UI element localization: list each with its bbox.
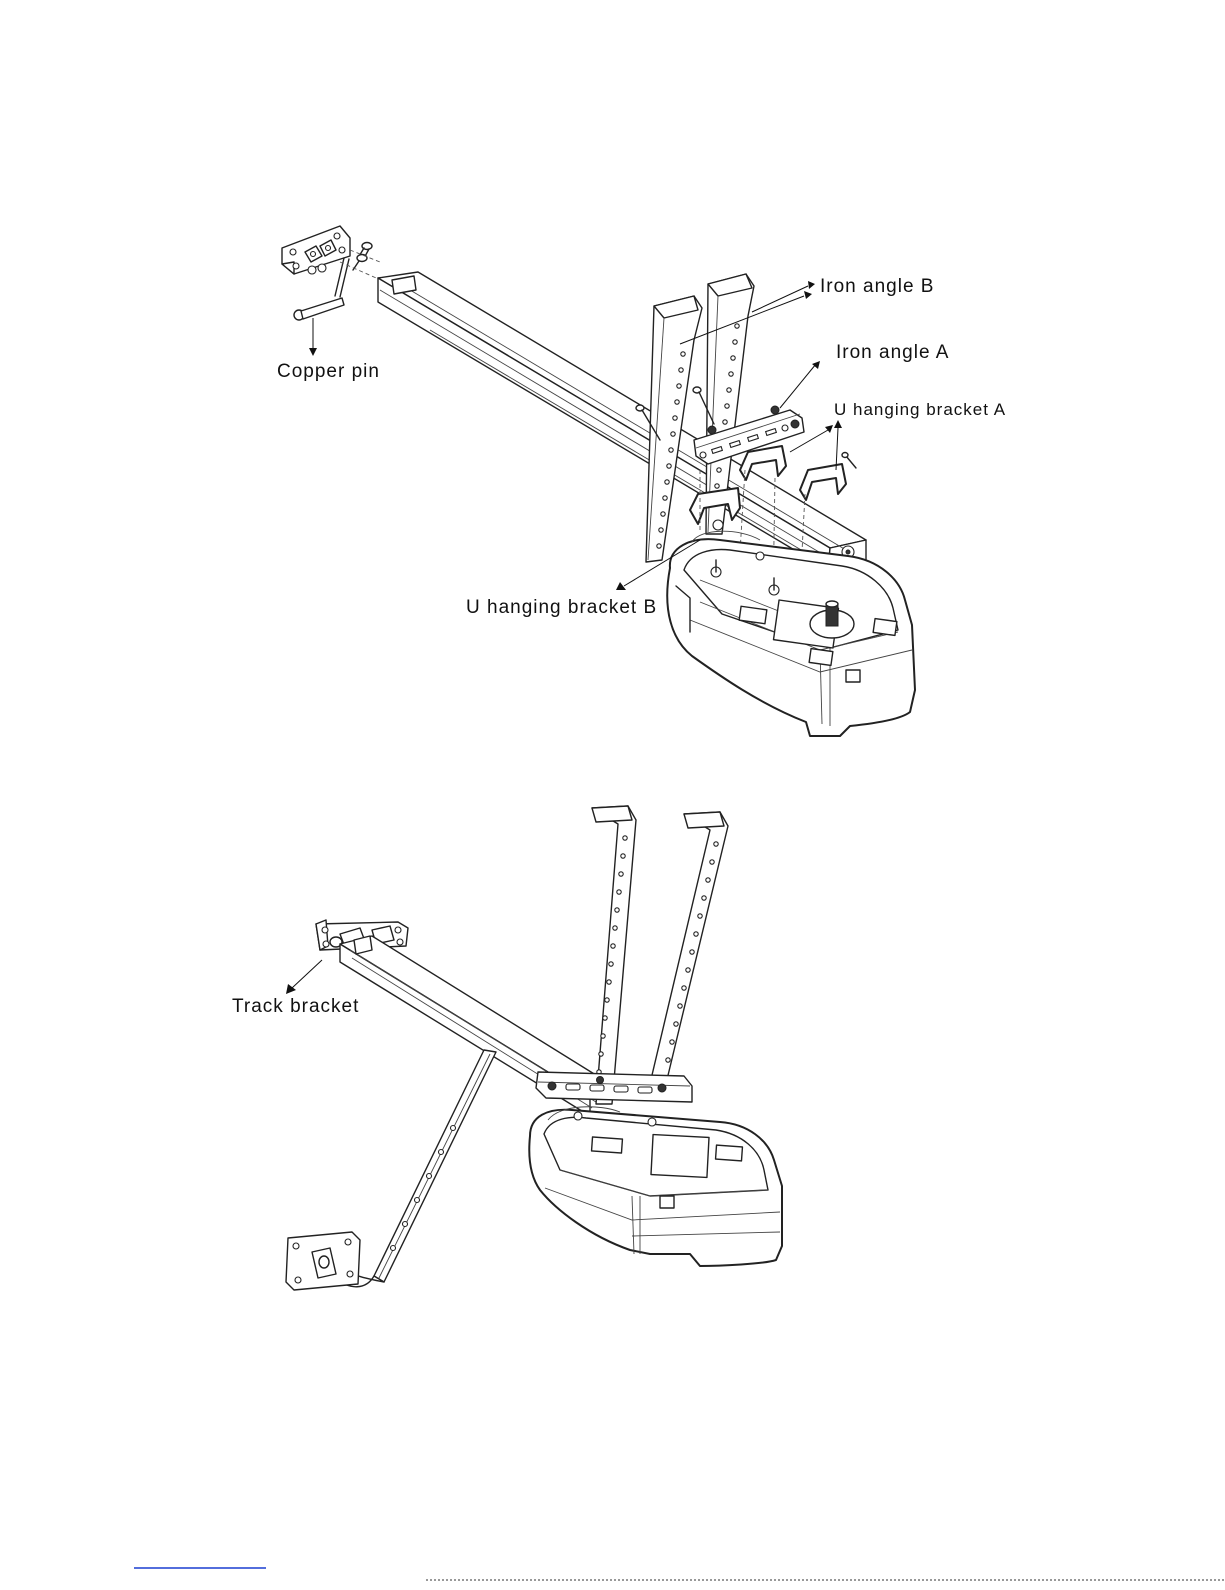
- footer: [134, 1568, 1225, 1580]
- iron-angle-b-left-assembled: [592, 806, 636, 1104]
- label-track-bracket: Track bracket: [232, 996, 359, 1017]
- label-iron-angle-b: Iron angle B: [820, 276, 934, 297]
- label-copper-pin: Copper pin: [277, 361, 380, 382]
- label-iron-angle-a: Iron angle A: [836, 342, 949, 363]
- figure-assembled-view: Track bracket: [232, 806, 782, 1290]
- label-u-hanging-bracket-b: U hanging bracket B: [466, 597, 657, 618]
- callout-u-hanging-bracket-b: U hanging bracket B: [466, 540, 700, 618]
- door-bracket: [286, 1232, 360, 1290]
- iron-angle-a-assembled: [536, 1072, 692, 1102]
- opener-motor-unit: [667, 531, 915, 736]
- iron-angle-b-left: [646, 296, 702, 562]
- wall-track-bracket-exploded: [282, 226, 392, 297]
- callout-u-hanging-bracket-a: U hanging bracket A: [790, 400, 1006, 470]
- iron-angle-b-right-assembled: [648, 812, 728, 1092]
- callout-iron-angle-a: Iron angle A: [780, 342, 949, 408]
- u-hanging-bracket-a-2: [800, 453, 856, 501]
- figure-exploded-view: Copper pin: [277, 226, 1006, 736]
- copper-pin: Copper pin: [277, 298, 380, 382]
- opener-motor-unit-assembled: [529, 1107, 782, 1266]
- screw: [353, 255, 367, 271]
- drive-sprocket-assembled: [651, 1135, 709, 1178]
- label-u-hanging-bracket-a: U hanging bracket A: [834, 400, 1006, 419]
